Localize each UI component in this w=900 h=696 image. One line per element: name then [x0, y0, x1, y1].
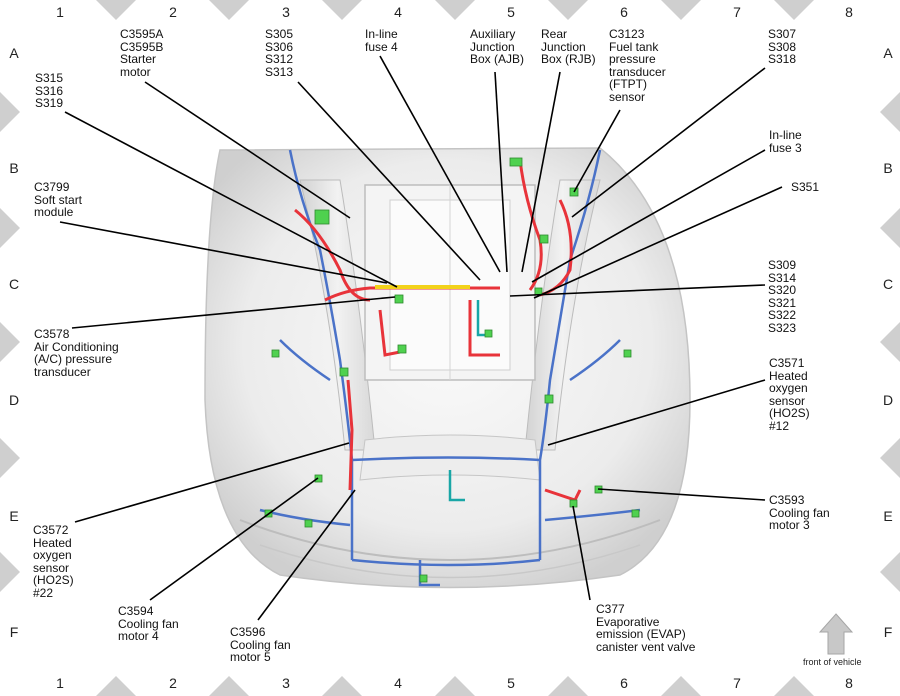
grid-row-f-right: F: [883, 624, 893, 640]
callout-c3593-cooling-fan-3: C3593 Cooling fan motor 3: [769, 493, 830, 532]
front-of-vehicle-label: front of vehicle: [803, 657, 862, 667]
callout-s305-splices: S305 S306 S312 S313: [265, 27, 294, 79]
vehicle-body: [204, 147, 691, 589]
grid-col-1: 1: [56, 4, 64, 20]
grid-col-5-bottom: 5: [507, 675, 515, 691]
grid-col-8: 8: [845, 4, 853, 20]
grid-col-8-bottom: 8: [845, 675, 853, 691]
grid-col-3: 3: [282, 4, 290, 20]
grid-row-d-right: D: [882, 392, 894, 408]
grid-col-6-bottom: 6: [620, 675, 628, 691]
grid-row-a: A: [9, 45, 19, 61]
grid-col-1-bottom: 1: [56, 675, 64, 691]
callout-c3571-ho2s-12: C3571 Heated oxygen sensor (HO2S) #12: [769, 356, 810, 433]
callout-c3123-ftpt-sensor: C3123 Fuel tank pressure transducer (FTP…: [609, 27, 666, 104]
grid-col-4-bottom: 4: [394, 675, 402, 691]
callout-c3596-cooling-fan-5: C3596 Cooling fan motor 5: [230, 625, 291, 664]
grid-row-c-right: C: [882, 276, 894, 292]
callout-auxiliary-junction-box: Auxiliary Junction Box (AJB): [470, 27, 525, 66]
callout-inline-fuse-3: In-line fuse 3: [769, 128, 802, 155]
leader-lines: [59, 55, 783, 621]
grid-col-3-bottom: 3: [282, 675, 290, 691]
grid-row-b: B: [9, 160, 19, 176]
callout-s315-splices: S315 S316 S319: [35, 71, 64, 110]
callout-rear-junction-box: Rear Junction Box (RJB): [541, 27, 596, 66]
grid-row-c: C: [8, 276, 20, 292]
callout-c3572-ho2s-22: C3572 Heated oxygen sensor (HO2S) #22: [33, 523, 74, 600]
callout-c3594-cooling-fan-4: C3594 Cooling fan motor 4: [118, 604, 179, 643]
callout-c3799-soft-start-module: C3799 Soft start module: [34, 180, 83, 219]
callout-c377-evap-canister-vent-valve: C377 Evaporative emission (EVAP) caniste…: [596, 602, 696, 654]
grid-row-b-right: B: [883, 160, 893, 176]
callout-inline-fuse-4: In-line fuse 4: [365, 27, 398, 54]
grid-row-a-right: A: [883, 45, 893, 61]
callout-s309-splices: S309 S314 S320 S321 S322 S323: [768, 258, 797, 335]
grid-row-e: E: [9, 508, 19, 524]
grid-col-2: 2: [169, 4, 177, 20]
callout-s307-splices: S307 S308 S318: [768, 27, 797, 66]
grid-col-7-bottom: 7: [733, 675, 741, 691]
grid-row-e-right: E: [883, 508, 893, 524]
callout-c3595-starter-motor: C3595A C3595B Starter motor: [120, 27, 164, 79]
callout-c3578-ac-pressure-transducer: C3578 Air Conditioning (A/C) pressure tr…: [34, 327, 119, 379]
grid-col-4: 4: [394, 4, 402, 20]
grid-col-2-bottom: 2: [169, 675, 177, 691]
grid-col-5: 5: [507, 4, 515, 20]
harness-red: [294, 159, 582, 502]
grid-row-f: F: [9, 624, 19, 640]
grid-col-7: 7: [733, 4, 741, 20]
front-arrow-icon: [818, 613, 854, 655]
callout-s351: S351: [791, 180, 820, 194]
grid-row-d: D: [8, 392, 20, 408]
grid-col-6: 6: [620, 4, 628, 20]
